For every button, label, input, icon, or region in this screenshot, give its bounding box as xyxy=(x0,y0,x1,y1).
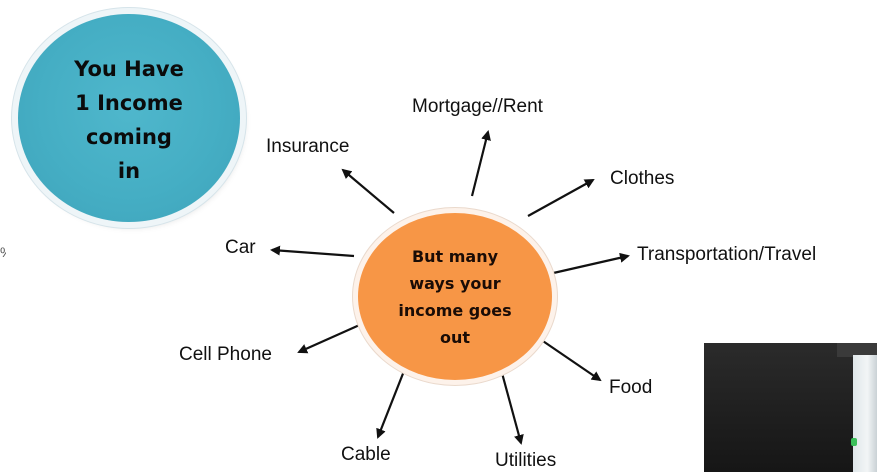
center-line-1: But many xyxy=(411,246,499,266)
label-food: Food xyxy=(609,377,653,398)
binder-photo xyxy=(704,343,877,472)
binder-tab xyxy=(851,438,857,446)
arrow-insurance xyxy=(341,168,395,214)
label-cell-phone: Cell Phone xyxy=(179,344,272,365)
label-clothes: Clothes xyxy=(610,168,675,189)
arrow-utilities xyxy=(500,372,524,445)
label-transportation: Transportation/Travel xyxy=(637,244,817,265)
income-line-3: coming xyxy=(86,125,172,149)
arrow-cell-phone xyxy=(297,321,365,354)
label-car: Car xyxy=(225,237,256,258)
binder-pages xyxy=(853,355,877,472)
label-mortgage: Mortgage//Rent xyxy=(412,96,543,117)
arrow-transportation xyxy=(548,252,630,276)
income-line-4: in xyxy=(117,159,141,183)
center-circle-text: But many ways your income goes out xyxy=(390,243,520,351)
center-line-2: ways your xyxy=(409,273,501,293)
income-circle: You Have 1 Income coming in xyxy=(18,14,240,222)
arrow-food xyxy=(536,336,602,382)
arrow-clothes xyxy=(527,179,595,217)
binder-top xyxy=(837,343,877,357)
label-insurance: Insurance xyxy=(266,136,350,157)
income-line-2: 1 Income xyxy=(75,91,183,115)
center-line-4: out xyxy=(439,327,471,347)
label-utilities: Utilities xyxy=(495,450,557,471)
arrow-mortgage xyxy=(470,130,491,197)
center-circle: But many ways your income goes out xyxy=(358,213,552,380)
center-line-3: income goes xyxy=(398,300,512,320)
income-circle-text: You Have 1 Income coming in xyxy=(54,52,204,188)
stray-glyph: % xyxy=(0,244,6,262)
arrow-cable xyxy=(376,370,406,439)
arrow-car xyxy=(270,245,355,258)
label-cable: Cable xyxy=(341,444,391,465)
income-line-1: You Have xyxy=(74,57,184,81)
